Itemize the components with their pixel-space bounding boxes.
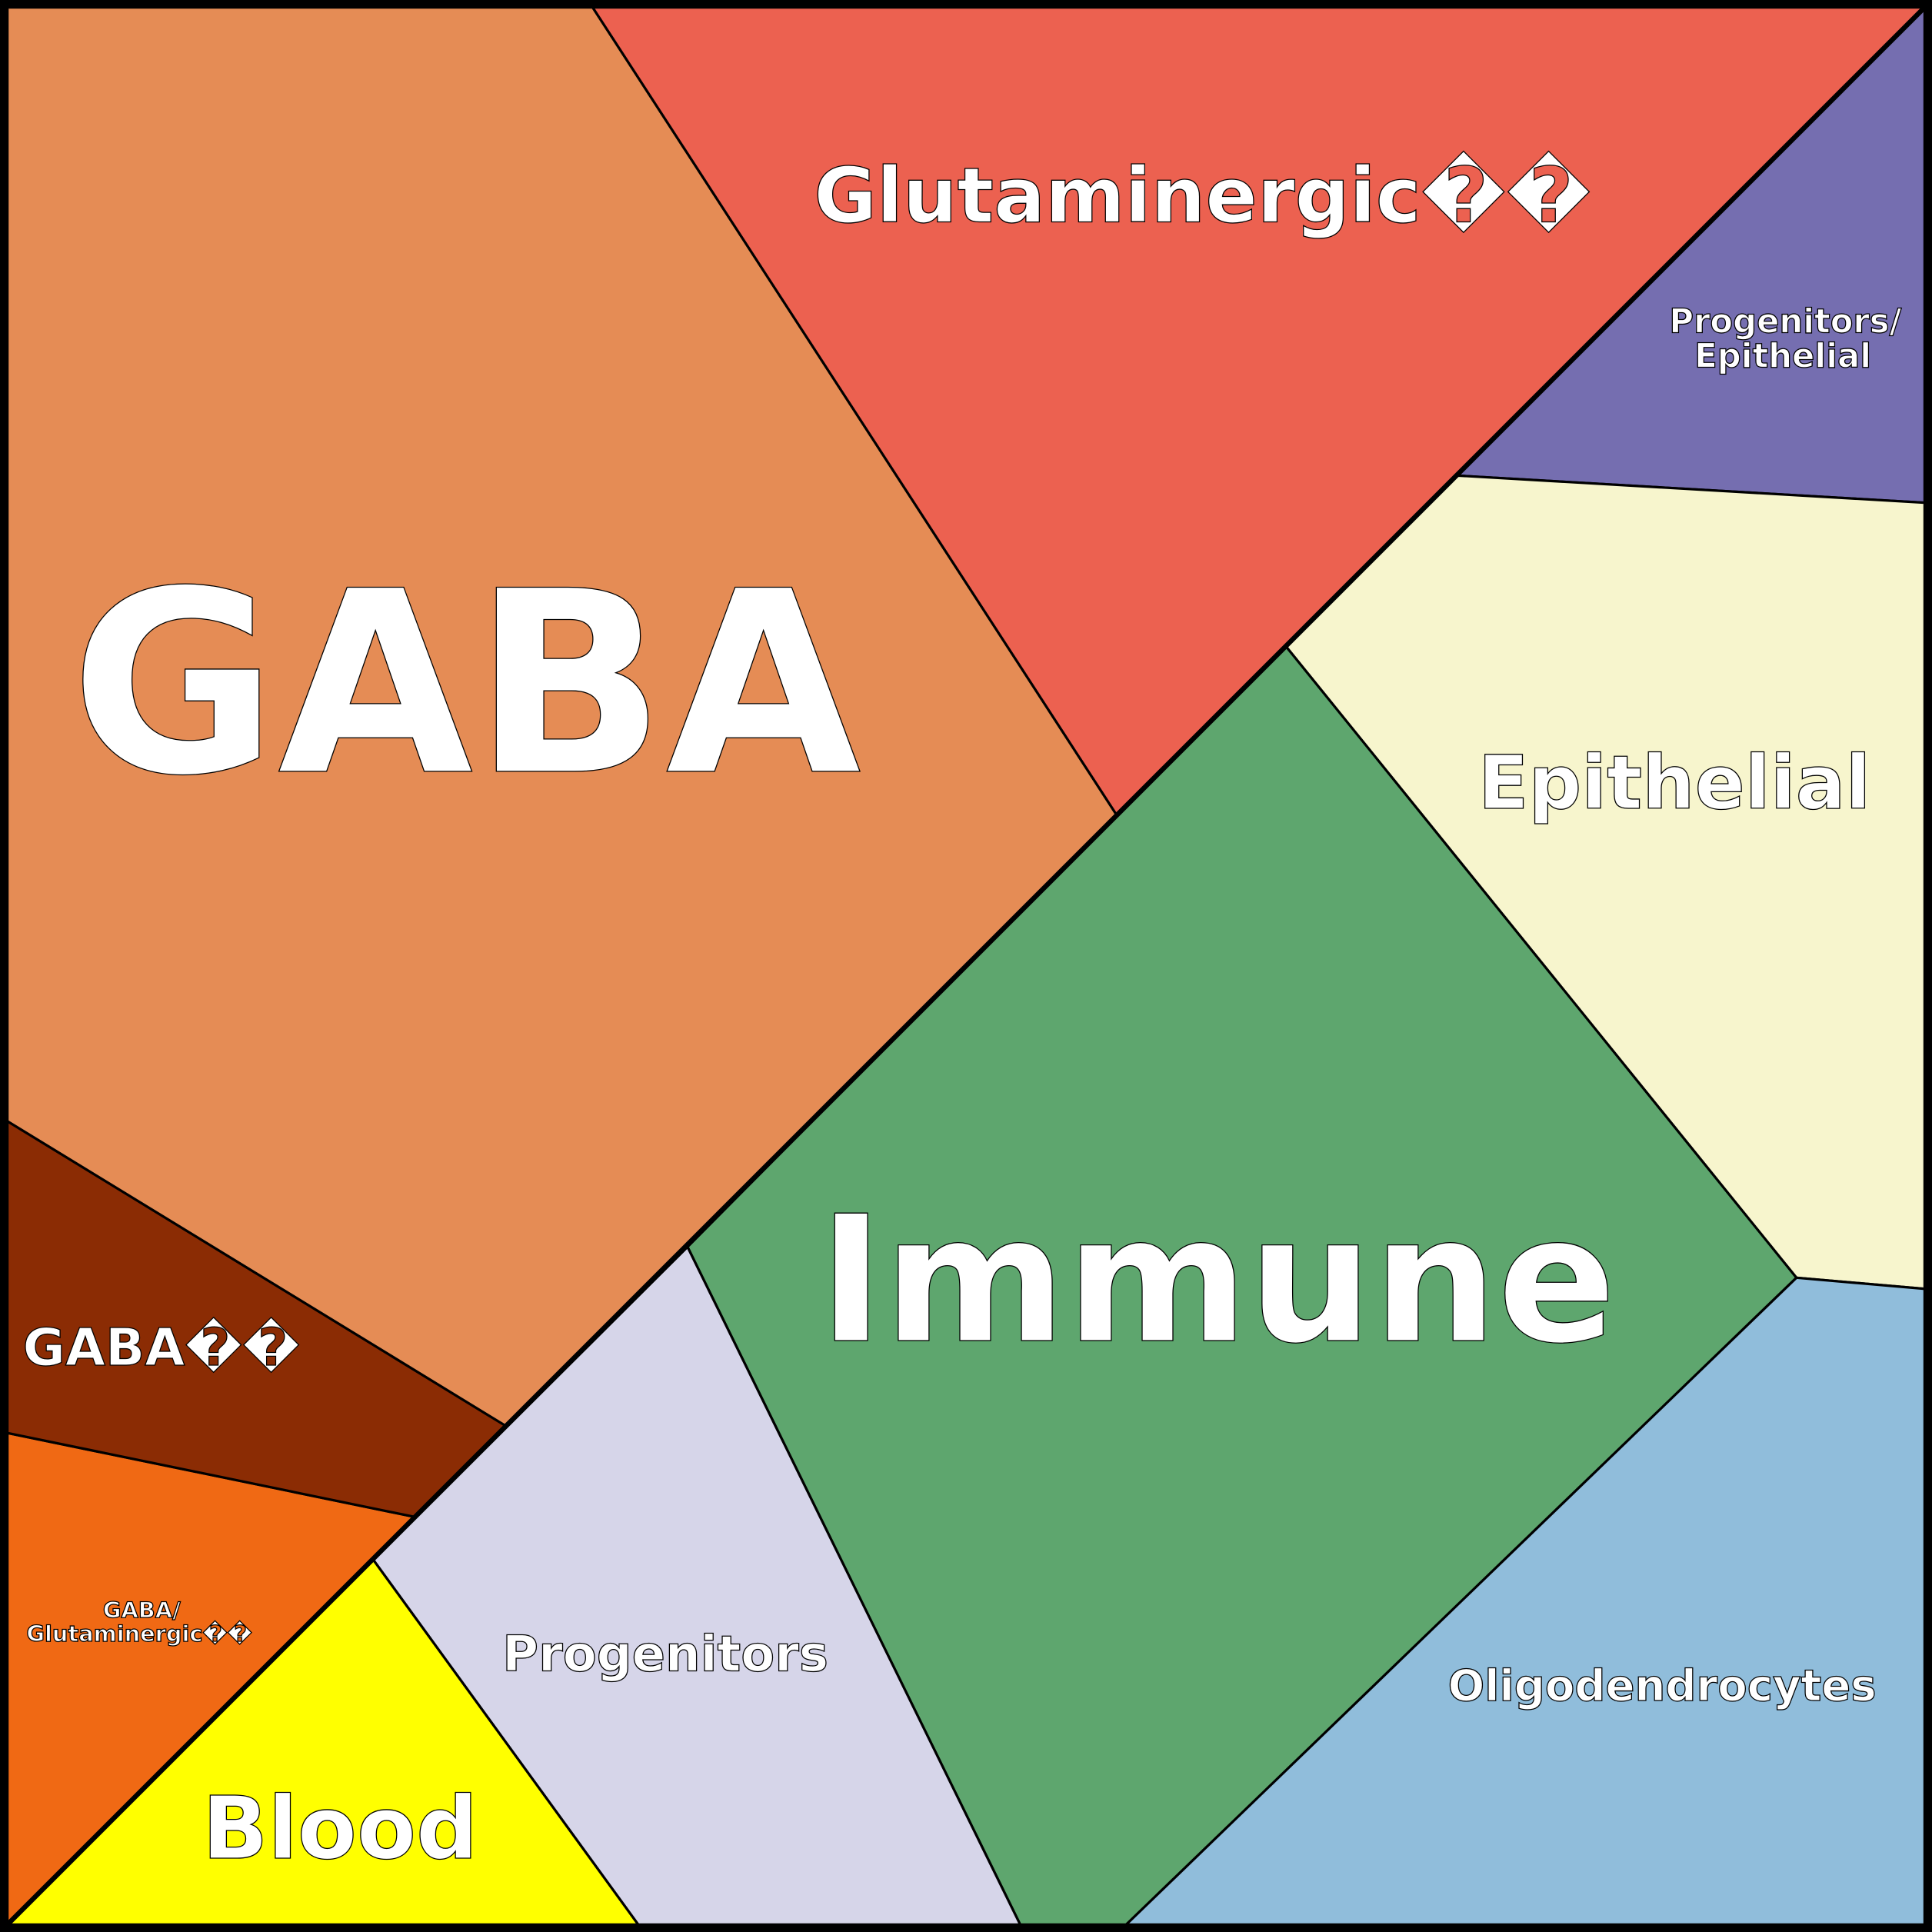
label-gaba-glutaminergic-1: GABA/ [103, 1597, 181, 1623]
label-epithelial: Epithelial [1478, 740, 1871, 826]
label-gaba-unknown: GABA�� [23, 1317, 300, 1377]
label-blood: Blood [202, 1779, 478, 1879]
label-oligodendrocytes: Oligodendrocytes [1448, 1661, 1877, 1711]
label-immune: Immune [818, 1178, 1616, 1382]
main-divider [5, 5, 1927, 1927]
label-progenitors: Progenitors [502, 1626, 828, 1683]
label-gaba: GABA [70, 538, 863, 831]
label-gaba-glutaminergic-2: Glutaminergic�� [26, 1621, 251, 1647]
label-glutaminergic: Glutaminergic�� [814, 151, 1591, 240]
label-progenitors-epithelial-1: Progenitors/ [1669, 303, 1901, 341]
label-progenitors-epithelial-2: Epithelial [1694, 337, 1871, 375]
